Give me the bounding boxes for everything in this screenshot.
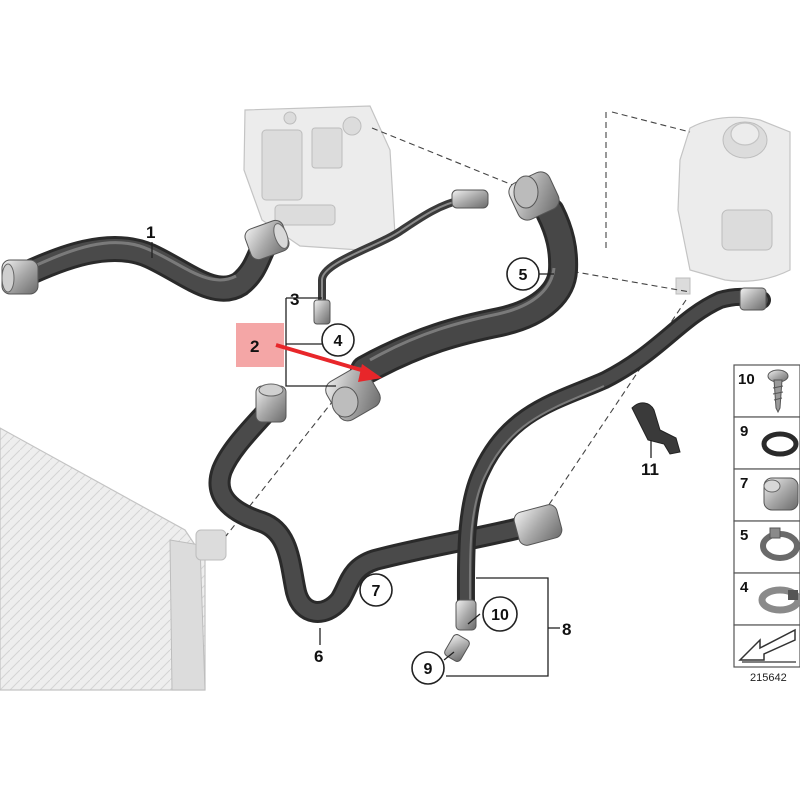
hose-2-fitting-top bbox=[508, 171, 560, 221]
callout-9-circle bbox=[411, 651, 445, 685]
hose-6-7 bbox=[208, 383, 563, 623]
expansion-tank-ghost bbox=[675, 116, 791, 295]
diagram-code: 215642 bbox=[750, 672, 787, 684]
engine-block-ghost bbox=[243, 105, 396, 251]
legend-label-5: 5 bbox=[740, 527, 748, 544]
callout-1: 1 bbox=[146, 223, 155, 242]
hose-clamp-icon bbox=[758, 586, 800, 614]
callout-5-circle bbox=[506, 257, 540, 291]
clip-11 bbox=[631, 402, 681, 455]
callout-3: 3 bbox=[290, 290, 299, 309]
callout-4-circle bbox=[321, 323, 355, 357]
legend-cell-5 bbox=[733, 520, 800, 574]
callout-9: 9 bbox=[424, 661, 433, 678]
hose-8-lower-fittings bbox=[444, 599, 477, 662]
connector-sleeve-icon bbox=[763, 477, 799, 511]
pipe-3 bbox=[313, 189, 489, 325]
hose-1-fitting-right bbox=[244, 219, 290, 261]
screw-icon bbox=[767, 369, 789, 414]
legend-label-4: 4 bbox=[740, 579, 749, 596]
callout-10-circle bbox=[482, 596, 518, 632]
callout-11: 11 bbox=[641, 460, 659, 479]
radiator-ghost bbox=[0, 427, 227, 691]
direction-arrow-icon bbox=[738, 628, 796, 663]
hose-7-fitting-right bbox=[513, 504, 563, 546]
legend-label-10: 10 bbox=[738, 371, 755, 388]
leader-lines bbox=[151, 242, 652, 677]
legend-label-7: 7 bbox=[740, 475, 748, 492]
callout-2: 2 bbox=[250, 337, 259, 356]
hose-1-fitting-left bbox=[1, 259, 39, 295]
spring-clamp-icon bbox=[760, 527, 800, 561]
o-ring-icon bbox=[761, 431, 799, 457]
parts-legend-panel: 10 9 7 5 4 bbox=[733, 364, 800, 684]
legend-cell-9 bbox=[733, 416, 800, 470]
callout-4: 4 bbox=[334, 333, 343, 350]
callout-8: 8 bbox=[562, 620, 571, 639]
hose-7-fitting-upper bbox=[255, 383, 287, 423]
callout-7-circle bbox=[359, 573, 393, 607]
callout-6: 6 bbox=[314, 647, 323, 666]
callout-10: 10 bbox=[491, 607, 509, 624]
hose-8 bbox=[444, 287, 771, 662]
hose-1 bbox=[1, 219, 290, 302]
legend-cell-10 bbox=[733, 364, 800, 418]
highlight-arrow bbox=[236, 323, 382, 382]
callout-7: 7 bbox=[372, 583, 381, 600]
callout-5: 5 bbox=[519, 267, 528, 284]
legend-label-9: 9 bbox=[740, 423, 748, 440]
